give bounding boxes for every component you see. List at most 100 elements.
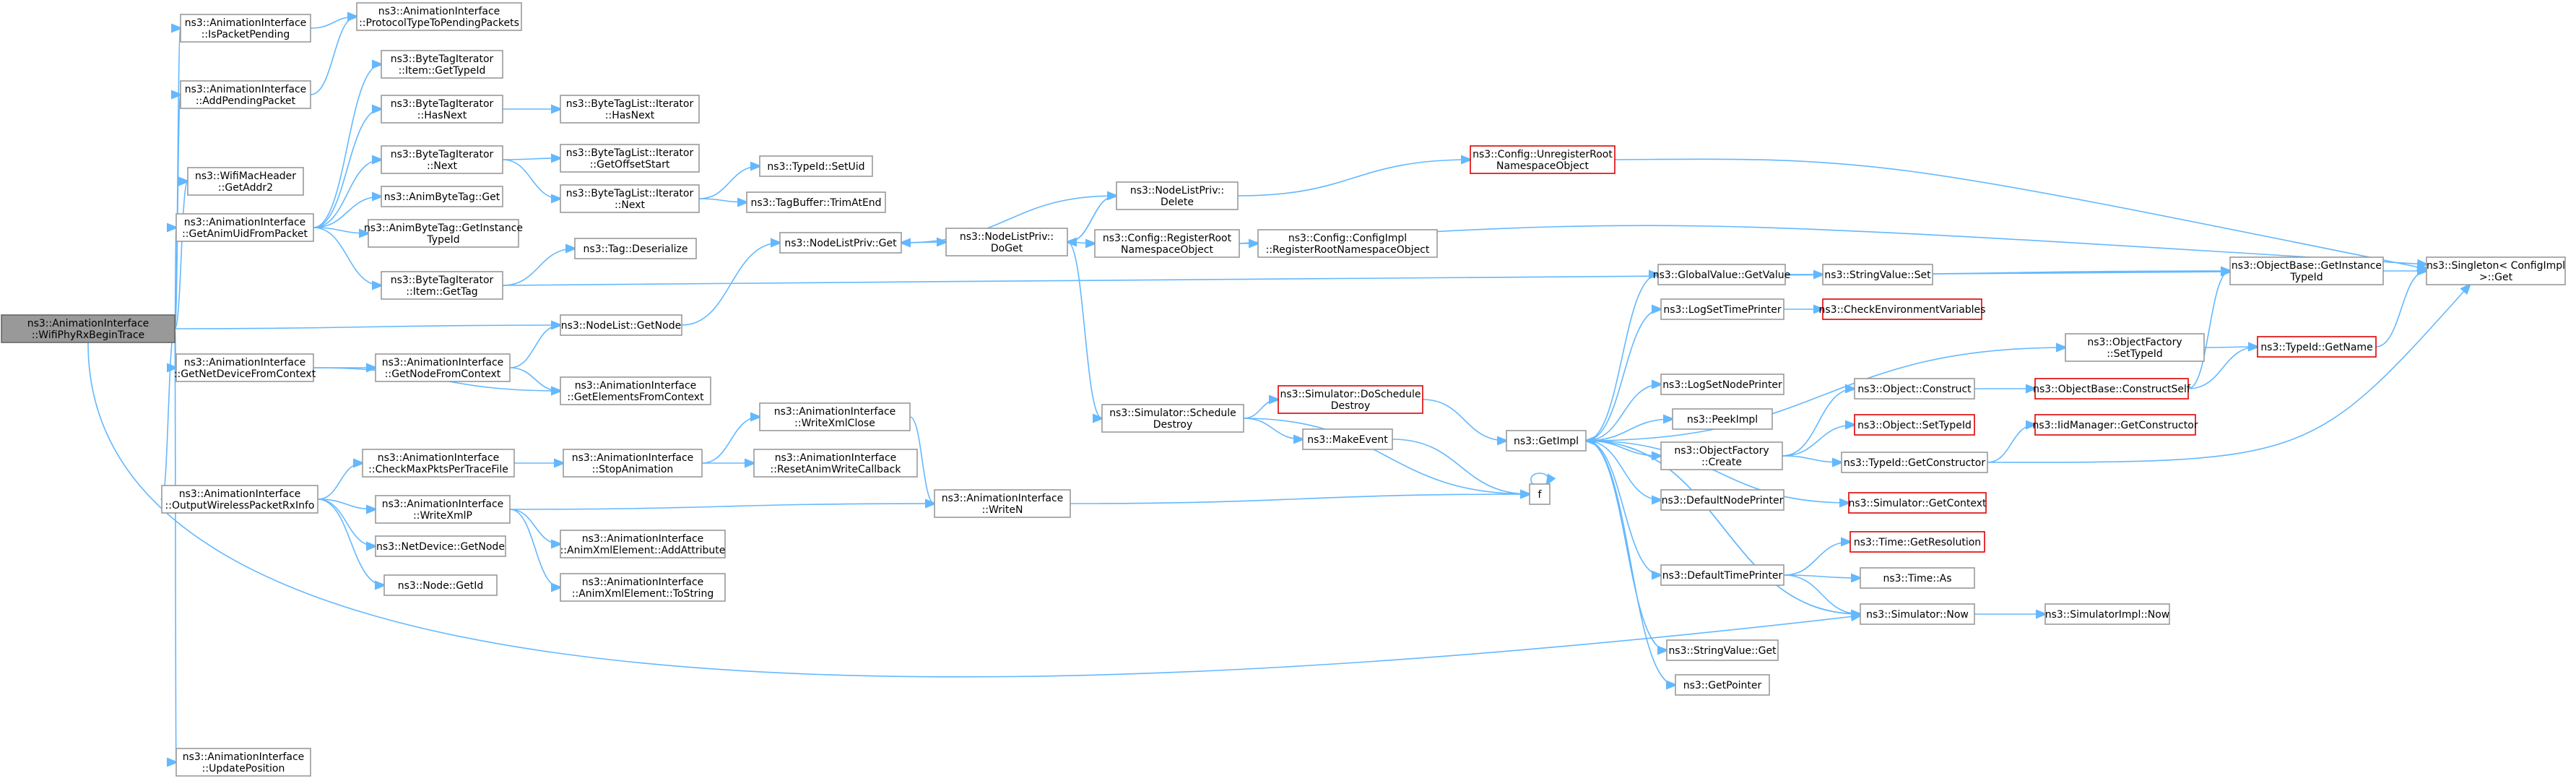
node-getImpl[interactable]: ns3::GetImpl (1506, 430, 1587, 452)
node-logSetNode[interactable]: ns3::LogSetNodePrinter (1660, 374, 1784, 395)
node-writeXmlClose[interactable]: ns3::AnimationInterface::WriteXmlClose (759, 402, 911, 431)
node-btiHasNext[interactable]: ns3::ByteTagIterator::HasNext (381, 95, 503, 124)
node-checkEnv[interactable]: ns3::CheckEnvironmentVariables (1819, 298, 1986, 320)
node-btlIterNext[interactable]: ns3::ByteTagList::Iterator::Next (560, 184, 700, 213)
node-typeIdGetCtor[interactable]: ns3::TypeId::GetConstructor (1841, 452, 1988, 473)
node-label: ::StopAnimation (592, 464, 674, 475)
node-gvGetValue[interactable]: ns3::GlobalValue::GetValue (1653, 264, 1790, 285)
node-box (175, 748, 311, 777)
node-isPacketPending[interactable]: ns3::AnimationInterface::IsPacketPending (180, 14, 311, 43)
edge-outputWireless-to-checkMaxPkts (317, 463, 363, 500)
node-typeIdGetName[interactable]: ns3::TypeId::GetName (2257, 336, 2377, 358)
node-checkMaxPkts[interactable]: ns3::AnimationInterface::CheckMaxPktsPer… (362, 449, 515, 478)
node-objBaseConstructSelf[interactable]: ns3::ObjectBase::ConstructSelf (2033, 378, 2191, 400)
node-writeXmlP[interactable]: ns3::AnimationInterface::WriteXmlP (375, 495, 511, 524)
node-box (180, 80, 311, 109)
node-box (375, 535, 506, 557)
node-cfgRegRoot[interactable]: ns3::Config::RegisterRootNamespaceObject (1094, 229, 1240, 258)
node-cfgImplReg[interactable]: ns3::Config::ConfigImpl::RegisterRootNam… (1257, 229, 1438, 258)
node-label: ns3::NodeListPriv::Get (784, 238, 897, 249)
node-label: ns3::AnimationInterface (378, 6, 500, 17)
edge-btiNext-to-btlIterGetOffset (502, 158, 560, 160)
node-box (1660, 489, 1784, 511)
node-peekImpl[interactable]: ns3::PeekImpl (1672, 408, 1773, 430)
node-resetAnimWrite[interactable]: ns3::AnimationInterface::ResetAnimWriteC… (753, 449, 918, 478)
node-box (175, 213, 314, 242)
node-label: ns3::ObjectFactory (2087, 337, 2182, 348)
edge-nlpDelete-to-nlpDoGet (1067, 195, 1117, 242)
node-defNodePrinter[interactable]: ns3::DefaultNodePrinter (1660, 489, 1784, 511)
node-simNow[interactable]: ns3::Simulator::Now (1860, 603, 1975, 625)
node-defTimePrinter[interactable]: ns3::DefaultTimePrinter (1660, 564, 1784, 586)
node-getAnimUid[interactable]: ns3::AnimationInterface::GetAnimUidFromP… (175, 213, 314, 242)
node-label: ns3::Tag::Deserialize (584, 243, 688, 255)
node-simImplNow[interactable]: ns3::SimulatorImpl::Now (2044, 603, 2170, 625)
node-nodeGetId[interactable]: ns3::Node::GetId (383, 574, 498, 596)
node-netDevGetNode[interactable]: ns3::NetDevice::GetNode (375, 535, 506, 557)
edge-writeN-to-f (1070, 494, 1530, 504)
node-nlpDoGet[interactable]: ns3::NodeListPriv::DoGet (945, 228, 1068, 256)
edge-cfgUnreg-to-singletonGet (1614, 158, 2427, 269)
node-nodeListGetNode[interactable]: ns3::NodeList::GetNode (560, 314, 682, 336)
node-getElemFromCtx[interactable]: ns3::AnimationInterface::GetElementsFrom… (560, 376, 711, 405)
node-box (1848, 492, 1987, 514)
node-animByteTagGet[interactable]: ns3::AnimByteTag::Get (381, 186, 503, 207)
edge-objFactCreate-to-objConstruct (1782, 389, 1855, 457)
node-label: ns3::AnimationInterface (774, 406, 896, 418)
node-nlpGet[interactable]: ns3::NodeListPriv::Get (779, 232, 902, 254)
node-f[interactable]: f (1529, 483, 1551, 505)
node-box (945, 228, 1068, 256)
node-wifiMacGetAddr2[interactable]: ns3::WifiMacHeader::GetAddr2 (187, 167, 304, 196)
node-label: ::UpdatePosition (202, 763, 285, 774)
node-writeN[interactable]: ns3::AnimationInterface::WriteN (934, 489, 1071, 518)
node-tagDeserialize[interactable]: ns3::Tag::Deserialize (574, 238, 697, 259)
node-timeAs[interactable]: ns3::Time::As (1860, 567, 1975, 589)
node-updatePosition[interactable]: ns3::AnimationInterface::UpdatePosition (175, 748, 311, 777)
node-label: ns3::GlobalValue::GetValue (1653, 269, 1790, 281)
node-btiNext[interactable]: ns3::ByteTagIterator::Next (381, 145, 503, 174)
node-addPending[interactable]: ns3::AnimationInterface::AddPendingPacke… (180, 80, 311, 109)
node-objFactSetTypeId[interactable]: ns3::ObjectFactory::SetTypeId (2065, 333, 2205, 362)
node-label: ns3::AnimationInterface (184, 357, 306, 368)
node-btiItemGetTypeId[interactable]: ns3::ByteTagIterator::Item::GetTypeId (381, 50, 503, 79)
node-btlIterGetOffset[interactable]: ns3::ByteTagList::Iterator::GetOffsetSta… (560, 144, 700, 173)
node-btiItemGetTag[interactable]: ns3::ByteTagIterator::Item::GetTag (381, 271, 503, 300)
node-svSet[interactable]: ns3::StringValue::Set (1822, 264, 1933, 285)
node-makeEvent[interactable]: ns3::MakeEvent (1302, 428, 1393, 450)
node-iidMgrGetCtor[interactable]: ns3::IidManager::GetConstructor (2032, 414, 2198, 436)
node-objFactCreate[interactable]: ns3::ObjectFactory::Create (1660, 441, 1783, 470)
node-typeIdSetUid[interactable]: ns3::TypeId::SetUid (759, 155, 873, 177)
node-logSetTime[interactable]: ns3::LogSetTimePrinter (1660, 298, 1784, 320)
node-box (934, 489, 1071, 518)
node-label: Destroy (1331, 400, 1370, 412)
node-box (1822, 264, 1933, 285)
node-btlIterHasNext[interactable]: ns3::ByteTagList::Iterator::HasNext (560, 95, 700, 124)
node-getNetDev[interactable]: ns3::AnimationInterface::GetNetDeviceFro… (174, 353, 316, 382)
node-objSetTypeId[interactable]: ns3::Object::SetTypeId (1854, 414, 1975, 436)
node-stopAnim[interactable]: ns3::AnimationInterface::StopAnimation (563, 449, 703, 478)
node-box (381, 95, 503, 124)
node-tagBufTrim[interactable]: ns3::TagBuffer::TrimAtEnd (746, 191, 886, 213)
node-getPointer[interactable]: ns3::GetPointer (1675, 674, 1770, 696)
node-addAttribute[interactable]: ns3::AnimationInterface::AnimXmlElement:… (560, 530, 726, 558)
node-objConstruct[interactable]: ns3::Object::Construct (1854, 378, 1975, 400)
node-box (1666, 639, 1779, 661)
node-toString[interactable]: ns3::AnimationInterface::AnimXmlElement:… (560, 573, 726, 602)
node-nlpDelete[interactable]: ns3::NodeListPriv::Delete (1116, 181, 1239, 210)
node-root[interactable]: ns3::AnimationInterface::WifiPhyRxBeginT… (1, 314, 175, 343)
node-singletonGet[interactable]: ns3::Singleton< ConfigImpl>::Get (2426, 256, 2566, 285)
node-cfgUnreg[interactable]: ns3::Config::UnregisterRootNamespaceObje… (1470, 145, 1616, 174)
node-getNodeFromCtx[interactable]: ns3::AnimationInterface::GetNodeFromCont… (375, 353, 511, 382)
node-box (563, 449, 703, 478)
edge-stopAnim-to-writeXmlClose (701, 417, 760, 464)
node-protoPending[interactable]: ns3::AnimationInterface::ProtocolTypeToP… (356, 2, 522, 31)
node-label: ::GetAddr2 (218, 182, 273, 194)
node-simGetContext[interactable]: ns3::Simulator::GetContext (1848, 492, 1987, 514)
node-svGet[interactable]: ns3::StringValue::Get (1666, 639, 1779, 661)
node-timeGetRes[interactable]: ns3::Time::GetResolution (1849, 531, 1985, 553)
node-outputWireless[interactable]: ns3::AnimationInterface::OutputWirelessP… (161, 485, 318, 514)
